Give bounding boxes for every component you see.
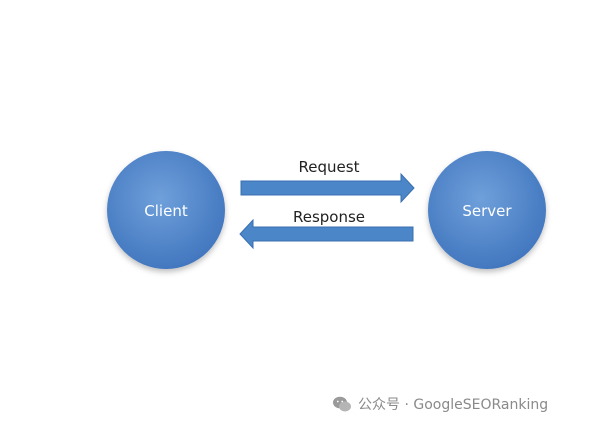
request-label: Request [299, 158, 360, 176]
request-arrow [240, 172, 415, 204]
watermark-text: 公众号 · GoogleSEORanking [358, 397, 549, 413]
client-node: Client [107, 151, 225, 269]
server-node: Server [428, 151, 546, 269]
watermark: 公众号 · GoogleSEORanking [332, 394, 548, 414]
response-arrow [239, 218, 414, 250]
client-label: Client [144, 202, 188, 220]
response-label: Response [293, 208, 365, 226]
wechat-icon [333, 396, 351, 412]
server-label: Server [462, 202, 512, 220]
